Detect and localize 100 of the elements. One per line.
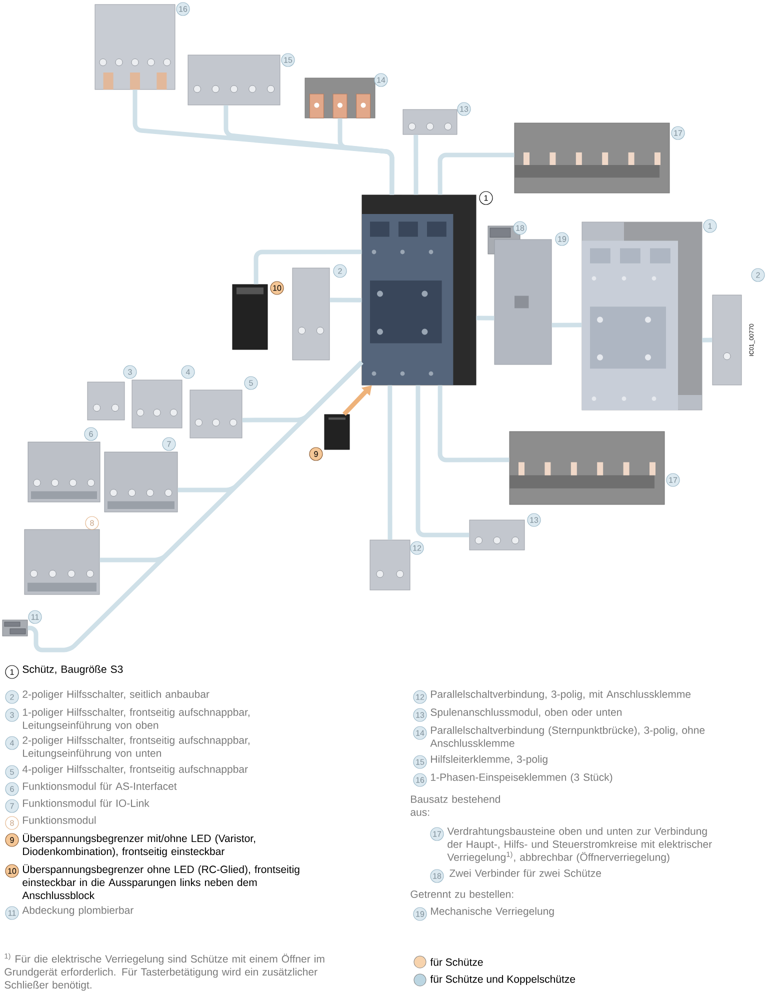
- module-drawing: [469, 520, 525, 550]
- callout-number: 17: [430, 827, 444, 841]
- busbar-drawing: [304, 78, 376, 118]
- callout-number: 16: [176, 2, 190, 16]
- module-drawing: [292, 268, 330, 360]
- callout-number: 17: [666, 473, 680, 487]
- function-module-drawing: [104, 452, 178, 512]
- callout-number: 19: [413, 907, 427, 921]
- item-description: 1-Phasen-Einspeiseklemmen (3 Stück): [431, 773, 612, 783]
- connector-pipe: [330, 298, 362, 302]
- callout-number: 15: [413, 755, 427, 769]
- callout-number: 12: [413, 690, 427, 704]
- contactor-drawing: [362, 194, 476, 386]
- callout-number: 13: [527, 513, 541, 527]
- connector-pipe: [254, 250, 362, 284]
- callout-number: 19: [555, 232, 569, 246]
- callout-number: 2: [5, 690, 19, 704]
- connector-pipe: [27, 360, 364, 652]
- surge-suppressor-drawing: [232, 284, 268, 350]
- connector-pipe: [414, 134, 418, 195]
- item-description: Verdrahtungsbausteine oben und unten zur Verbindung der Haupt-, Hilfs- und Steuerstromkreise mit elektrischer Verriegelung$^{1)}$, abbrechbar (Öffnerverriegelung): [447, 827, 712, 863]
- callout-number: 7: [162, 437, 176, 451]
- interlock-drawing: [494, 239, 552, 365]
- item-description: Funktionsmodul: [23, 816, 96, 824]
- callout-number: 8: [5, 816, 19, 830]
- callout-number: 3: [5, 708, 19, 722]
- callout-number: 12: [410, 541, 424, 555]
- callout-number: 14: [374, 73, 388, 87]
- item-description: 1-poliger Hilfsschalter, frontseitig aufschnappbar, Leitungseinführung von oben: [23, 708, 250, 731]
- connector-pipe: [388, 385, 392, 540]
- callout-number: 16: [413, 773, 427, 787]
- item-description: Überspannungsbegrenzer ohne LED (RC-Glied), frontseitig einsteckbar in die Aussparungen links neben dem Anschlussblock: [22, 864, 300, 900]
- callout-number: 15: [281, 53, 295, 67]
- callout-number: 5: [244, 376, 258, 390]
- group-heading: Bausatz bestehend aus:: [410, 795, 500, 816]
- callout-number: 18: [513, 221, 527, 235]
- callout-number: 14: [413, 726, 427, 740]
- item-description: Überspannungsbegrenzer mit/ohne LED (Varistor, Diodenkombination), frontseitig einsteckbar: [23, 833, 256, 858]
- callout-number: 18: [430, 869, 444, 883]
- module-drawing: [188, 54, 280, 106]
- module-drawing: [190, 390, 242, 438]
- callout-number: 10: [270, 281, 284, 295]
- item-description: Zwei Verbinder für zwei Schütze: [450, 869, 602, 877]
- callout-number: 6: [5, 782, 19, 796]
- callout-number: 4: [181, 365, 195, 379]
- item-description: Funktionsmodul für IO-Link: [23, 799, 150, 807]
- callout-number: 17: [671, 126, 685, 140]
- callout-number: 13: [457, 102, 471, 116]
- wiring-module-drawing: [514, 122, 670, 194]
- callout-number: 5: [5, 765, 19, 779]
- terminal-block-drawing: [94, 4, 176, 90]
- callout-number: 11: [5, 906, 19, 920]
- item-description: Parallelschaltverbindung (Sternpunktbrücke), 3-polig, ohne Anschlussklemme: [430, 726, 705, 747]
- item-description: Schütz, Baugröße S3: [22, 665, 123, 675]
- item-description: Mechanische Verriegelung: [431, 907, 554, 917]
- module-drawing: [370, 540, 410, 590]
- function-module-drawing: [24, 529, 100, 595]
- contactor-drawing: [582, 222, 702, 410]
- callout-number: 9: [309, 447, 323, 461]
- module-drawing: [712, 294, 742, 386]
- callout-number: 13: [413, 708, 427, 722]
- wiring-module-drawing: [509, 431, 665, 505]
- callout-number: 1: [479, 191, 493, 205]
- legend-text: für Schütze und Koppelschütze: [430, 975, 576, 985]
- surge-suppressor-drawing: [324, 414, 350, 450]
- callout-number: 1: [703, 219, 717, 233]
- connector-pipe: [552, 322, 582, 328]
- callout-number: 1: [5, 665, 19, 679]
- callout-number: 11: [28, 610, 42, 624]
- connector-pipe: [438, 385, 510, 462]
- callout-number: 3: [123, 365, 137, 379]
- callout-number: 9: [5, 833, 19, 847]
- connector-pipe: [438, 152, 514, 195]
- item-description: 2-poliger Hilfsschalter, frontseitig aufschnappbar, Leitungseinführung von unten: [22, 736, 250, 759]
- connector-pipe: [416, 385, 470, 538]
- callout-number: 10: [5, 864, 19, 878]
- item-description: 4-poliger Hilfsschalter, frontseitig aufschnappbar: [22, 765, 248, 775]
- callout-number: 6: [84, 427, 98, 441]
- callout-number: 2: [751, 268, 765, 282]
- item-description: 2-poliger Hilfsschalter, seitlich anbaubar: [22, 690, 210, 700]
- callout-number: 7: [5, 799, 19, 813]
- item-description: Parallelschaltverbindung, 3-polig, mit Anschlussklemme: [431, 690, 691, 700]
- callout-number: 8: [85, 516, 99, 530]
- module-drawing: [132, 380, 182, 428]
- item-description: Hilfsleiterklemme, 3-polig: [431, 755, 548, 765]
- connector-pipe: [476, 316, 494, 320]
- callout-number: 4: [5, 736, 19, 750]
- callout-number: 2: [333, 264, 347, 278]
- module-drawing: [402, 109, 458, 135]
- legend-text: für Schütze: [430, 958, 483, 966]
- item-description: Spulenanschlussmodul, oben oder unten: [430, 708, 622, 718]
- item-description: Abdeckung plombierbar: [22, 906, 134, 916]
- group-heading: Getrennt zu bestellen:: [410, 890, 514, 898]
- connector-pipe: [702, 338, 712, 342]
- function-module-drawing: [28, 442, 100, 502]
- connector-pipe: [338, 118, 394, 195]
- module-drawing: [87, 382, 125, 420]
- connector-drawing: [2, 620, 28, 636]
- footnote: $^{1)}$ Für die elektrische Verriegelung sind Schütze mit einem Öffner im Grundgerät erforderlich. Für Tasterbetätigung wird ein zusätzlicher Schließer benötigt.: [4, 953, 324, 991]
- item-description: Funktionsmodul für AS-Interfacet: [23, 782, 177, 790]
